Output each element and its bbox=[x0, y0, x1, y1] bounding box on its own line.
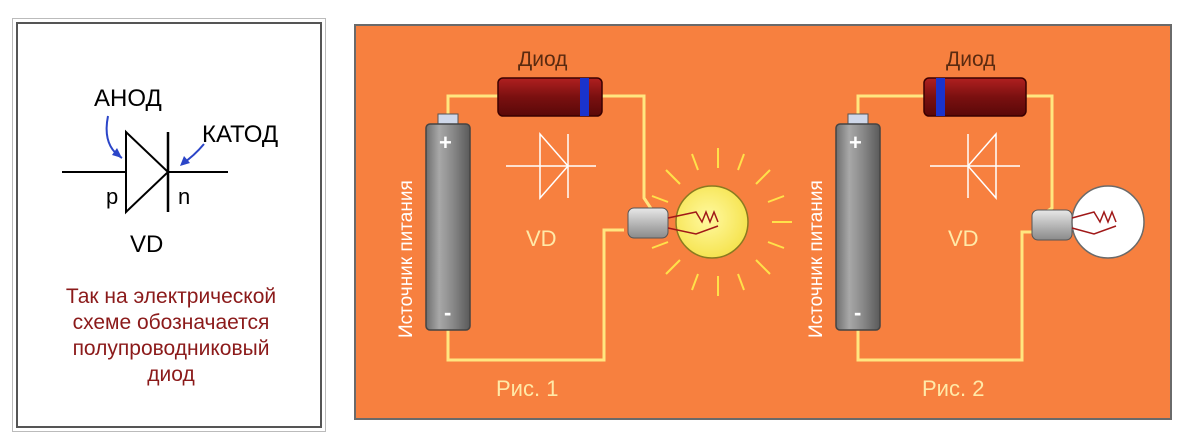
symbol-caption: Так на электрической схеме обозначается … bbox=[18, 284, 324, 388]
cathode-band bbox=[580, 78, 589, 116]
battery-plus-sign: + bbox=[849, 130, 862, 155]
circuits-diagram: Диод VD + - Источник питания bbox=[396, 48, 1145, 401]
anode-label: АНОД bbox=[94, 85, 162, 112]
diode-body bbox=[923, 77, 1027, 117]
figure-label: Рис. 1 bbox=[496, 376, 558, 401]
wire bbox=[602, 94, 658, 217]
battery bbox=[425, 123, 471, 331]
diode-symbol-diagram: АНОД КАТОД p n VD bbox=[62, 85, 278, 258]
caption-line: полупроводниковый bbox=[72, 337, 270, 360]
diode-body bbox=[497, 77, 603, 117]
anode-arrowhead bbox=[112, 148, 122, 158]
lamp-filament bbox=[667, 209, 719, 235]
lamp-glow-rays bbox=[646, 148, 792, 296]
power-source-label: Источник питания bbox=[396, 180, 417, 338]
caption-line: схеме обозначается bbox=[72, 311, 270, 334]
diode-schematic-symbol bbox=[506, 132, 596, 200]
diode-label: Диод bbox=[946, 48, 995, 71]
lamp-base bbox=[1031, 209, 1073, 241]
wire bbox=[1026, 94, 1054, 218]
caption-line: диод bbox=[147, 363, 195, 386]
lamp-bulb-lit bbox=[675, 185, 749, 259]
anode-triangle bbox=[125, 129, 170, 215]
diode-label: Диод bbox=[518, 48, 567, 71]
cathode-label: КАТОД bbox=[202, 121, 278, 148]
p-region-label: p bbox=[106, 184, 118, 209]
vd-designator: VD bbox=[130, 231, 163, 258]
vd-label: VD bbox=[526, 226, 557, 251]
wire bbox=[856, 230, 1038, 362]
diode-schematic-symbol bbox=[930, 132, 1020, 200]
circuit-1: Диод VD + - Источник питания bbox=[396, 48, 792, 401]
battery-minus-sign: - bbox=[444, 300, 451, 325]
battery bbox=[835, 123, 881, 331]
vd-label: VD bbox=[948, 226, 979, 251]
anode-pointer-arrow bbox=[105, 115, 123, 159]
figure-label: Рис. 2 bbox=[922, 376, 984, 401]
cathode-band bbox=[936, 78, 945, 116]
circuits-panel: Диод VD + - Источник питания bbox=[354, 24, 1172, 420]
wire bbox=[446, 94, 498, 118]
battery-minus-sign: - bbox=[854, 300, 861, 325]
wire bbox=[856, 94, 924, 118]
n-region-label: n bbox=[178, 184, 190, 209]
lamp-filament bbox=[1071, 209, 1117, 235]
wire bbox=[446, 228, 624, 362]
cathode-arrowhead bbox=[180, 156, 190, 166]
lamp-base bbox=[627, 207, 669, 239]
caption-line: Так на электрической bbox=[65, 285, 277, 308]
diode-symbol-panel: АНОД КАТОД p n VD Так на электрической с… bbox=[12, 18, 326, 432]
battery-plus-sign: + bbox=[439, 130, 452, 155]
power-source-label: Источник питания bbox=[806, 180, 827, 338]
circuit-2: Диод VD + - Источник питания Рис. 2 bbox=[806, 48, 1145, 401]
